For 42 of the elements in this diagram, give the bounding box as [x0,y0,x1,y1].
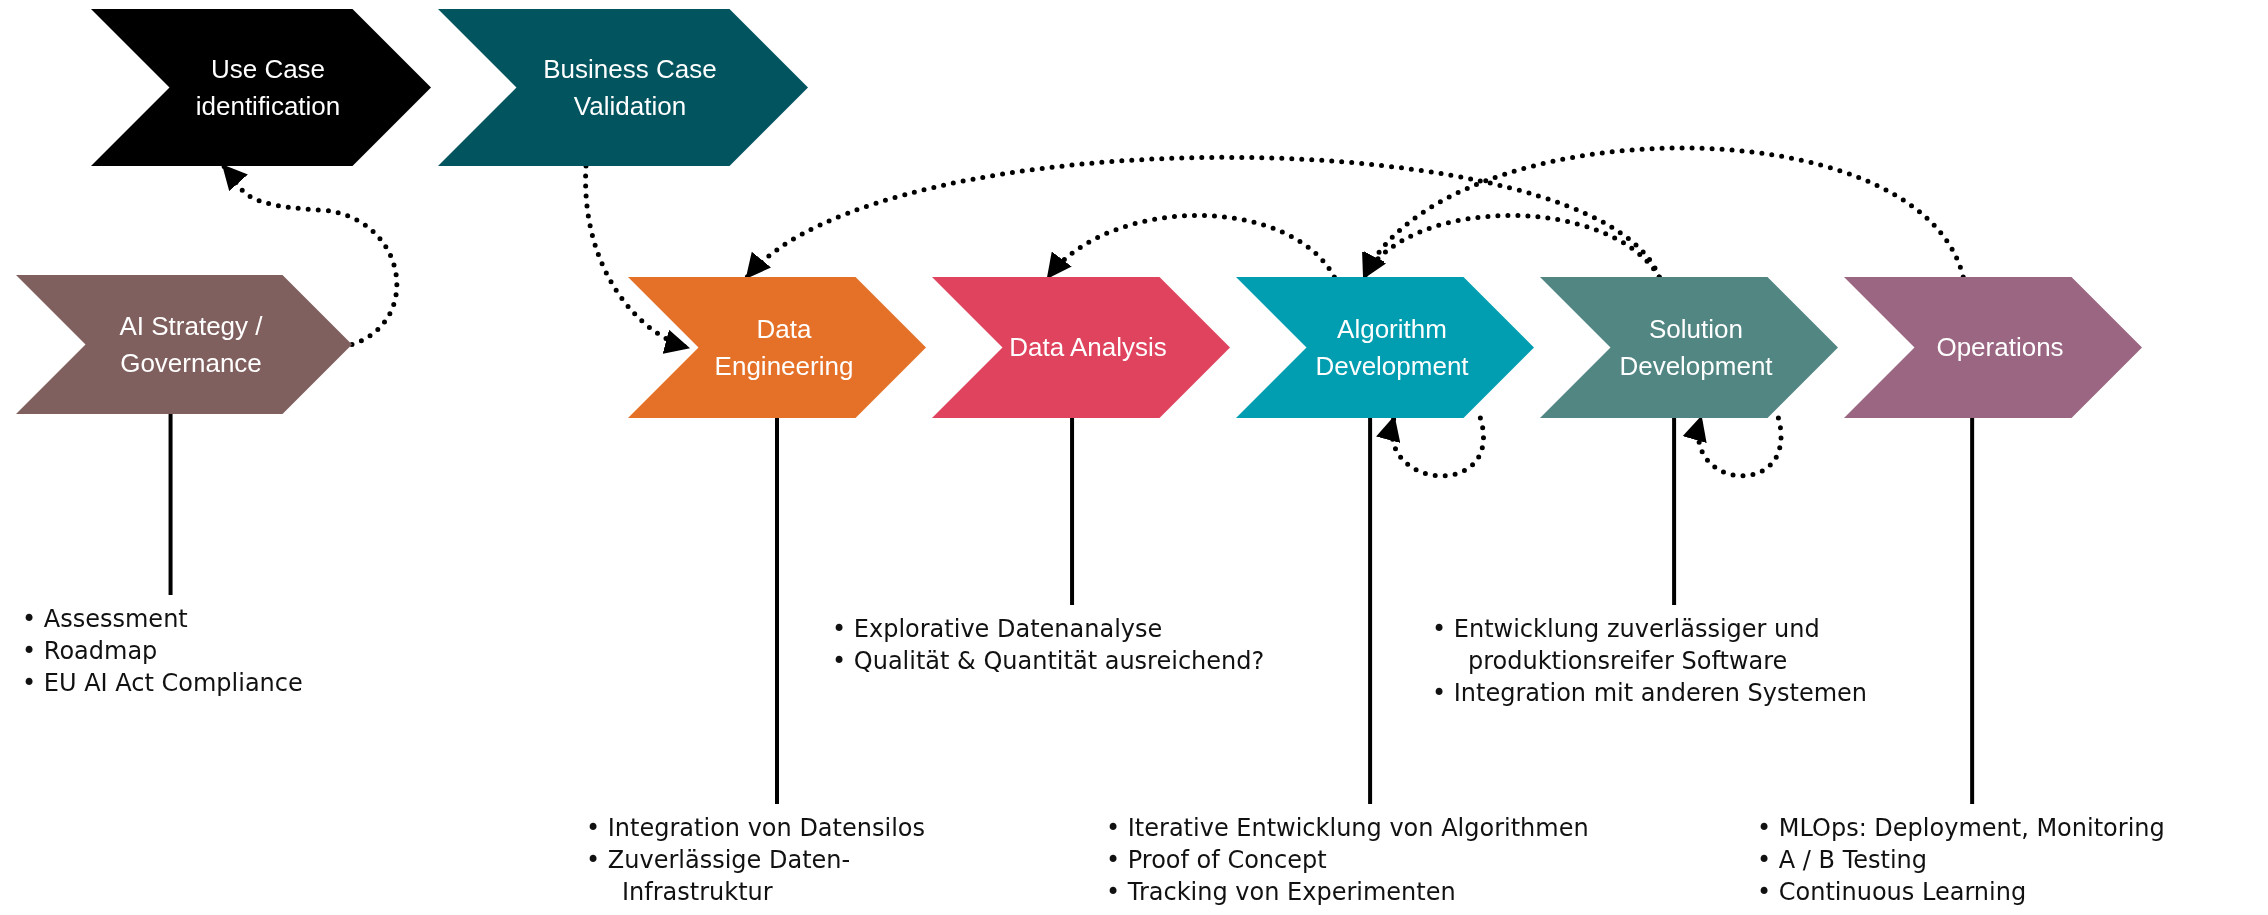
step-label: Operations [1936,331,2064,364]
phase-step [628,277,926,418]
phase-step [1844,277,2142,418]
dotted-arrow [1685,415,1784,479]
leader-line [1368,418,1373,804]
phase-step [1540,277,1838,418]
step-label: Data Engineering [713,312,855,383]
leader-line [168,414,173,595]
bullet-item: • Explorative Datenanalyse [832,614,1164,645]
bullet-item: • Tracking von Experimenten [1106,877,1457,908]
step-label: Data Analysis [1009,331,1167,364]
bullet-item: • EU AI Act Compliance [22,668,304,699]
leader-line [1672,418,1677,605]
bullet-item: • Roadmap [22,636,159,667]
step-label: AI Strategy / Governance [118,309,264,380]
phase-step [16,275,352,414]
bullet-item: • Assessment [22,604,189,635]
leader-line [1070,418,1075,605]
dotted-arrow [1361,213,1662,280]
step-label: Solution Development [1618,312,1774,383]
bullet-item: • Zuverlässige Daten-Infrastruktur [586,845,852,908]
bullet-item: • Continuous Learning [1757,877,2028,908]
phase-step [1236,277,1534,418]
bullet-item: • Qualität & Quantität ausreichend? [832,646,1266,677]
leader-line [775,418,779,804]
phase-step [438,9,808,166]
bullet-item: • Integration von Datensilos [586,813,926,844]
step-label: Business Case Validation [542,52,718,123]
bullet-item: • Iterative Entwicklung von Algorithmen [1106,813,1590,844]
phase-step [91,9,431,166]
bullet-item: • MLOps: Deployment, Monitoring [1757,813,2166,844]
step-label: Use Case identification [194,52,342,123]
step-label: Algorithm Development [1314,312,1470,383]
phase-step [932,277,1230,418]
bullet-item: • Entwicklung zuverlässiger und produktionsreifer Software [1432,614,1821,677]
dotted-arrow [1379,415,1486,479]
bullet-item: • Proof of Concept [1106,845,1328,876]
bullet-item: • A / B Testing [1757,845,1928,876]
dotted-arrow [1361,145,1966,280]
dotted-arrow [1045,213,1337,280]
bullet-item: • Integration mit anderen Systemen [1432,678,1869,709]
leader-line [1970,418,1975,804]
